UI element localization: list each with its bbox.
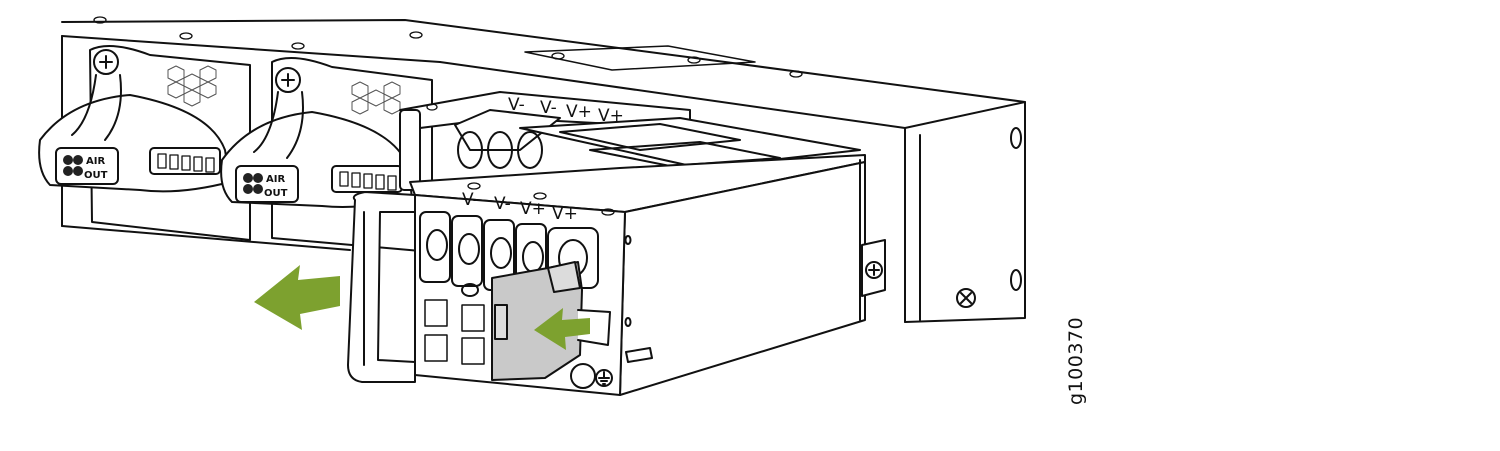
front-terminal-label: V- xyxy=(494,194,511,214)
fan-label-1-line2: OUT xyxy=(84,170,108,181)
figure-id: g100370 xyxy=(1065,317,1087,405)
push-arrow-icon xyxy=(534,308,590,350)
fan-label-1-line1: AIR xyxy=(86,156,105,167)
rear-terminal-label: V- xyxy=(508,95,525,115)
fan-icon xyxy=(243,173,263,194)
terminal-block xyxy=(419,211,599,295)
pull-arrow-icon xyxy=(254,265,340,330)
fan-label-2-line2: OUT xyxy=(264,188,288,199)
rear-power-supply xyxy=(399,91,861,191)
front-terminal-label: V+ xyxy=(520,199,546,219)
ground-icon xyxy=(570,363,613,389)
mounting-hole xyxy=(956,127,1022,308)
fan-module-1[interactable] xyxy=(38,45,251,241)
terminal-cover[interactable] xyxy=(491,261,611,381)
front-terminal-labels: V- V- V+ V+ xyxy=(462,190,578,224)
chassis xyxy=(61,16,1026,323)
rear-terminal-label: V- xyxy=(540,98,557,118)
screw-icon xyxy=(93,16,803,78)
front-terminal-label: V+ xyxy=(552,204,578,224)
rear-terminal-label: V+ xyxy=(598,106,624,126)
fan-label-2-line1: AIR xyxy=(266,174,285,185)
fan-label-2: AIR OUT xyxy=(264,174,288,199)
rear-terminal-label: V+ xyxy=(566,102,592,122)
front-terminal-label: V- xyxy=(462,190,479,210)
fan-icon xyxy=(63,155,83,176)
front-power-supply[interactable] xyxy=(347,103,886,396)
fan-label-1: AIR OUT xyxy=(84,156,108,181)
rear-terminal-labels: V- V- V+ V+ xyxy=(508,95,624,126)
